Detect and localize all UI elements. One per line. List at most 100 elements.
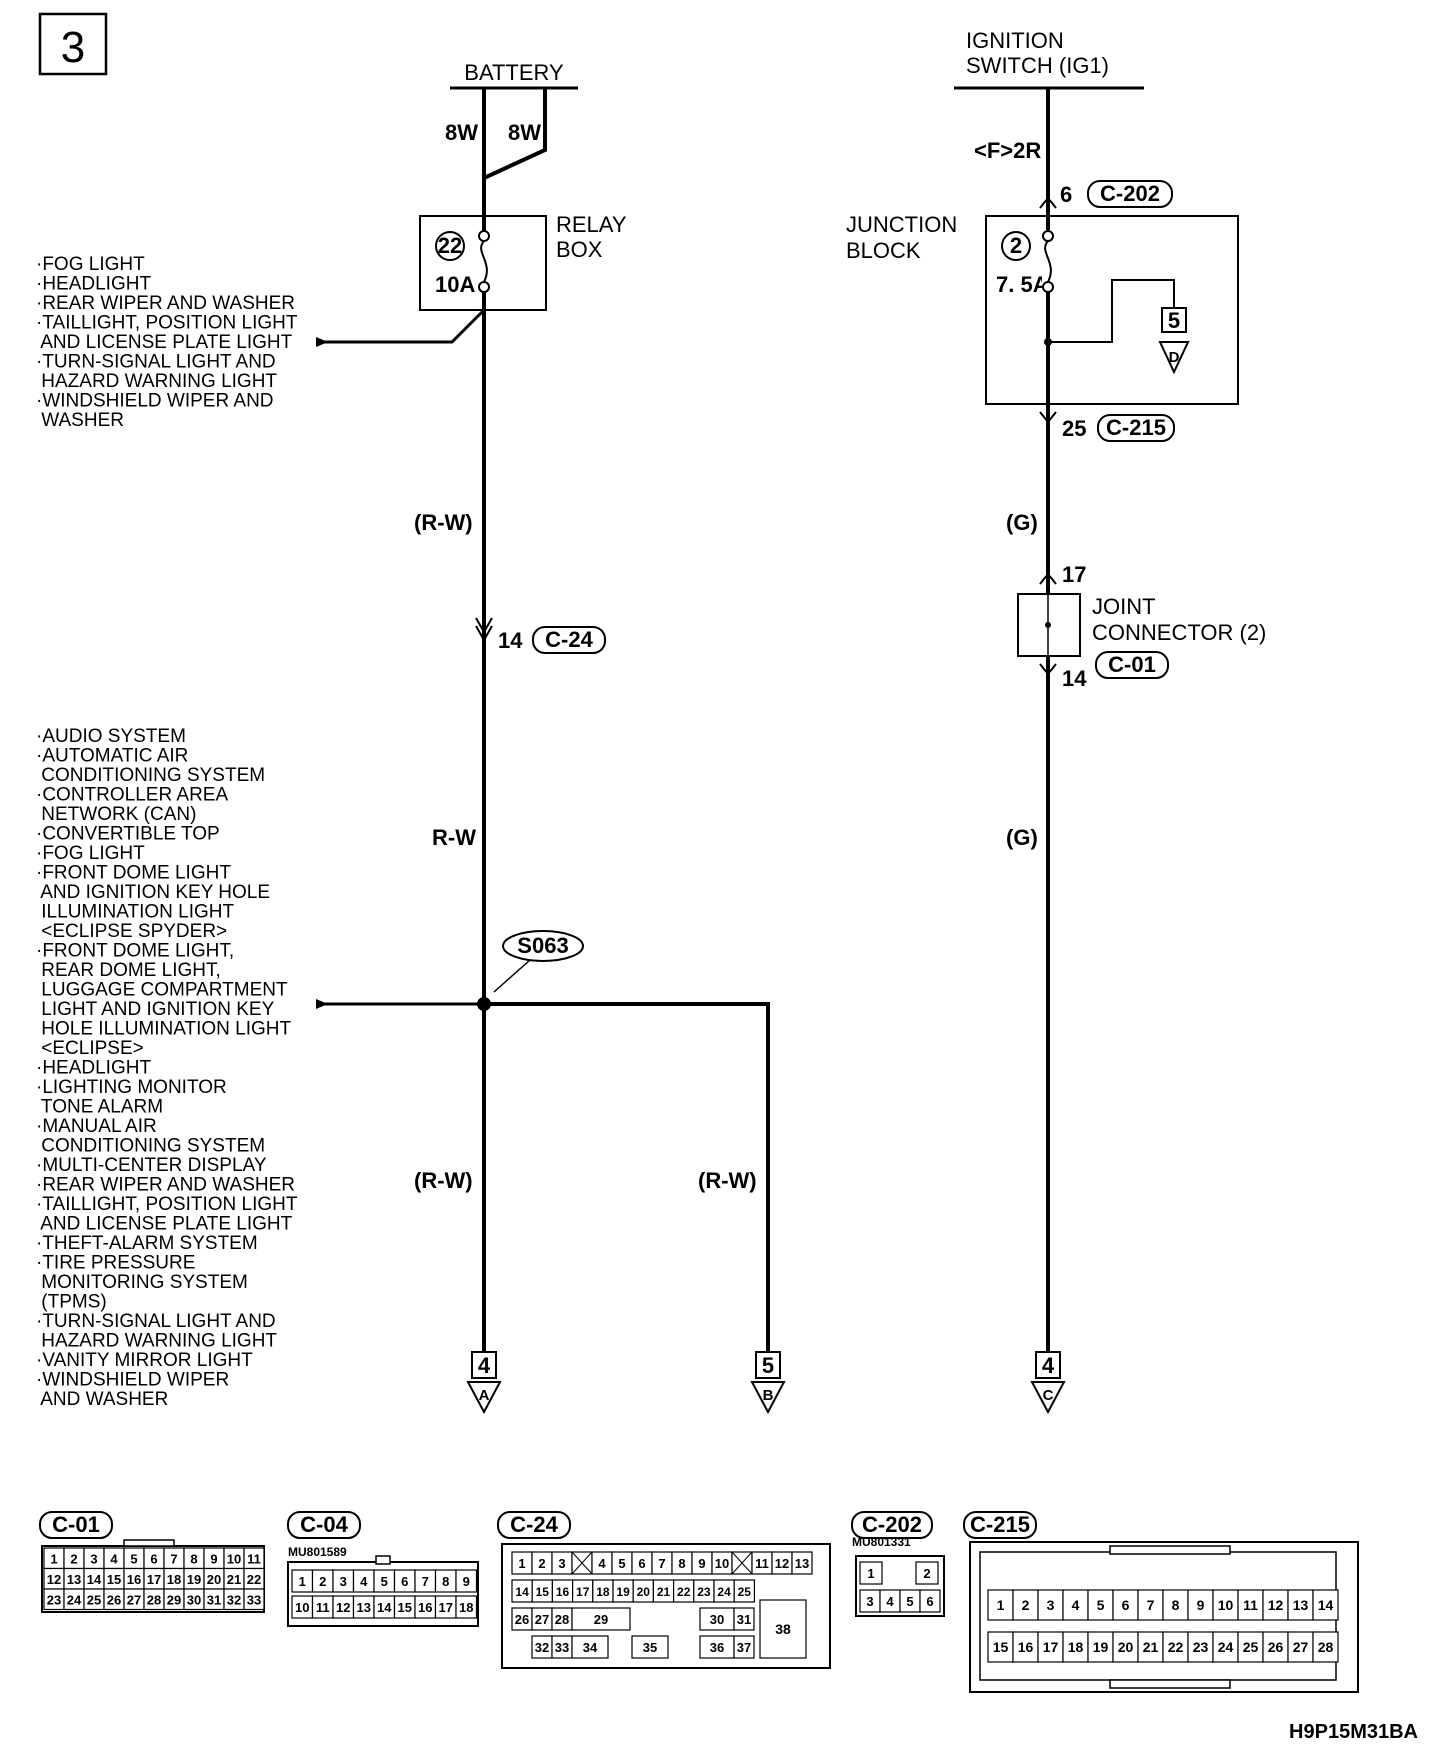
pin-cell [1137,1589,1164,1621]
pin-cell [1312,1589,1339,1621]
jb-fuse-number: 2 [1010,233,1022,258]
off-page-ref: 5B [750,1351,786,1415]
pin-number: 8 [678,1556,685,1571]
pin-cell [1137,1631,1164,1663]
joint-in-mark [1039,572,1057,585]
pin-number: 5 [618,1556,625,1571]
relay-outputs-list: ·FOG LIGHT·HEADLIGHT·REAR WIPER AND WASH… [36,254,298,431]
pin-cell [733,1635,755,1659]
drawing-code: H9P15M31BA [1289,1721,1418,1743]
list-line: ·REAR WIPER AND WASHER [36,1175,295,1196]
relay-fuse-symbol [478,178,490,293]
connector-name: C-24 [510,1512,558,1537]
pin-number: 33 [555,1640,569,1655]
pin-cell [919,1589,941,1613]
pin-cell [1087,1631,1114,1663]
pin-cell [915,1561,939,1585]
list-line: ·FOG LIGHT [36,843,145,864]
pin-number: 7 [658,1556,665,1571]
joint-pin-in: 17 [1062,562,1086,587]
list-line: ·MULTI-CENTER DISPLAY [36,1155,267,1176]
list-line: ·TAILLIGHT, POSITION LIGHT [36,1194,298,1215]
c202-connector-mark [1039,196,1057,209]
list-line: HOLE ILLUMINATION LIGHT [36,1019,292,1040]
list-line: AND LICENSE PLATE LIGHT [36,332,293,353]
list-line: REAR DOME LIGHT, [36,960,221,981]
ignition-label-2: SWITCH (IG1) [966,53,1109,78]
pin-cell [1212,1589,1239,1621]
pin-number: 9 [1197,1597,1205,1613]
connector-lock [1109,1545,1231,1555]
pin-number: 15 [398,1600,412,1615]
ref-triangle [1030,1381,1066,1415]
joint-label-1: JOINT [1092,594,1156,619]
pin-number: 14 [87,1572,102,1587]
c01-name: C-01 [1108,652,1156,677]
pin-number: 18 [167,1572,181,1587]
pin-number: 8 [190,1551,197,1566]
list-line: ·FRONT DOME LIGHT, [36,941,234,962]
blank-pin [571,1551,593,1575]
list-line: AND IGNITION KEY HOLE [36,882,270,903]
pin-cell [1012,1631,1039,1663]
pin-number: 24 [67,1592,82,1607]
pin-number: 13 [357,1600,371,1615]
list-line: ·AUDIO SYSTEM [36,726,186,747]
pin-number: 26 [1268,1639,1284,1655]
c202-pin: 6 [1060,182,1072,207]
pin-cell [571,1635,609,1659]
pin-cell [1062,1631,1089,1663]
pin-cell [987,1631,1014,1663]
list-line: ILLUMINATION LIGHT [36,902,235,923]
pin-number: 31 [207,1592,221,1607]
pin-number: 10 [295,1600,309,1615]
pin-number: 15 [993,1639,1009,1655]
pin-number: 28 [1318,1639,1334,1655]
list-line: ·HEADLIGHT [36,1058,151,1079]
splice-tag [502,930,584,962]
relay-box-label-1: RELAY [556,212,627,237]
pin-number: 10 [1218,1597,1234,1613]
pin-number: 17 [576,1585,590,1599]
c01-tag [1095,651,1169,679]
list-line: ·REAR WIPER AND WASHER [36,293,295,314]
list-line: ·LIGHTING MONITOR [36,1077,227,1098]
connector-tag [851,1511,933,1539]
pin-number: 12 [47,1572,61,1587]
ref-triangle [466,1381,502,1415]
junction-label-1: JUNCTION [846,212,957,237]
pin-cell [1212,1631,1239,1663]
pin-number: 22 [1168,1639,1184,1655]
pin-number: 11 [755,1556,769,1571]
pin-number: 17 [1043,1639,1059,1655]
pin-number: 22 [677,1585,691,1599]
pin-number: 16 [556,1585,570,1599]
pin-number: 21 [227,1572,241,1587]
pin-number: 12 [775,1556,789,1571]
pin-cell [1187,1589,1214,1621]
list-line: ·WINDSHIELD WIPER AND [36,391,274,412]
pin-number: 18 [596,1585,610,1599]
splice-outputs-list: ·AUDIO SYSTEM·AUTOMATIC AIR CONDITIONING… [36,726,298,1410]
wire-color-g-1: (G) [1006,510,1038,535]
pin-number: 14 [515,1585,529,1599]
ref-letter: A [479,1387,490,1404]
off-page-ref: 4C [1030,1351,1066,1415]
ref-letter: C [1043,1387,1054,1404]
pin-cell [455,1569,478,1593]
pin-number: 18 [459,1600,473,1615]
pin-cell [859,1561,883,1585]
pin-number: 1 [997,1597,1005,1613]
list-line: <ECLIPSE SPYDER> [36,921,227,942]
wire-size-left: 8W [445,120,478,145]
splice-pointer [493,959,531,993]
wire-color-g-2: (G) [1006,825,1038,850]
pin-number: 6 [1122,1597,1130,1613]
wire-color-rw-4: (R-W) [698,1168,757,1193]
pin-number: 16 [1018,1639,1034,1655]
pin-number: 3 [90,1551,97,1566]
pin-number: 6 [638,1556,645,1571]
